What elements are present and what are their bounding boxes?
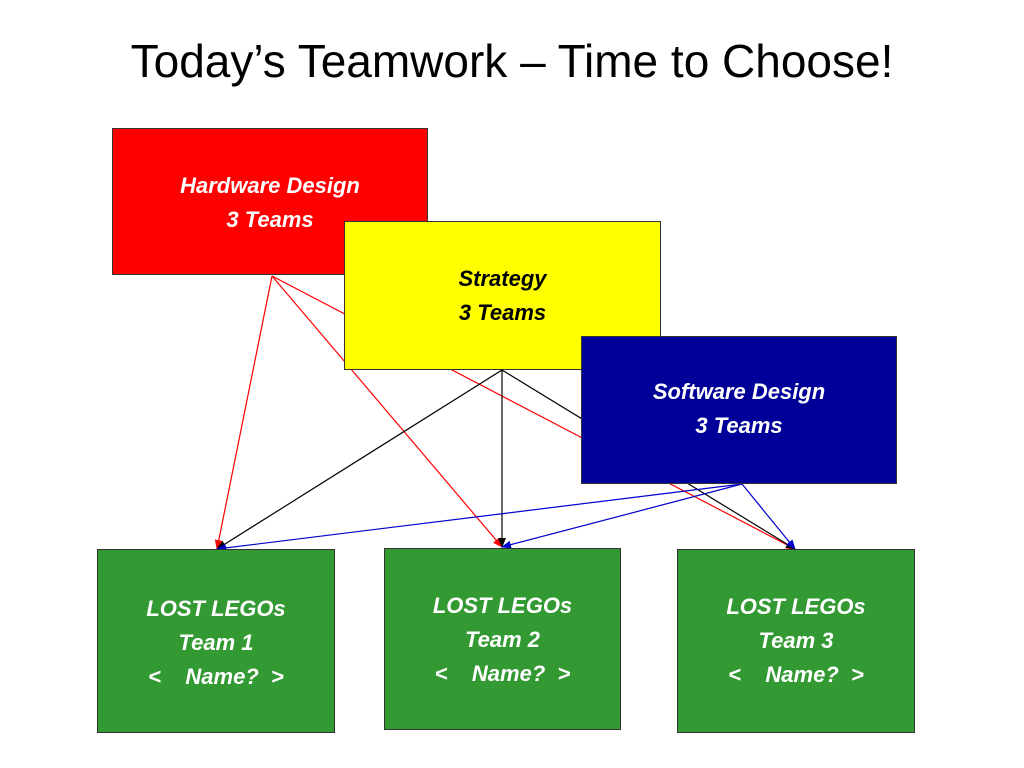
arrow-strategy-to-team1 — [216, 369, 503, 550]
team-1-group-label: LOST LEGOs — [146, 596, 286, 621]
arrow-software-to-team3 — [741, 483, 796, 550]
hardware-design-label: Hardware Design — [180, 173, 360, 198]
team-1-box: LOST LEGOs Team 1 < Name? > — [97, 549, 335, 733]
team-2-label: Team 2 — [464, 627, 540, 652]
software-design-box: Software Design 3 Teams — [581, 336, 897, 484]
arrow-hardware-to-team1 — [214, 275, 273, 550]
team-2-name-placeholder: < Name? > — [434, 661, 571, 686]
team-1-name-placeholder: < Name? > — [148, 664, 284, 689]
team-3-group-label: LOST LEGOs — [726, 594, 866, 619]
strategy-label: Strategy — [458, 266, 547, 291]
team-2-group-label: LOST LEGOs — [432, 593, 573, 618]
team-3-name-placeholder: < Name? > — [728, 662, 864, 687]
strategy-box: Strategy 3 Teams — [344, 221, 661, 370]
software-design-label: Software Design — [652, 379, 826, 404]
slide-title: Today’s Teamwork – Time to Choose! — [130, 35, 894, 87]
arrow-software-to-team2 — [501, 483, 743, 549]
team-1-label: Team 1 — [178, 630, 254, 655]
arrow-hardware-to-team2 — [271, 275, 503, 548]
strategy-teams: 3 Teams — [458, 300, 547, 325]
team-3-box: LOST LEGOs Team 3 < Name? > — [677, 549, 915, 733]
team-3-label: Team 3 — [758, 628, 834, 653]
team-2-box: LOST LEGOs Team 2 < Name? > — [384, 548, 621, 730]
software-design-teams: 3 Teams — [695, 413, 783, 438]
hardware-design-teams: 3 Teams — [226, 207, 314, 232]
arrow-software-to-team1 — [216, 483, 743, 552]
